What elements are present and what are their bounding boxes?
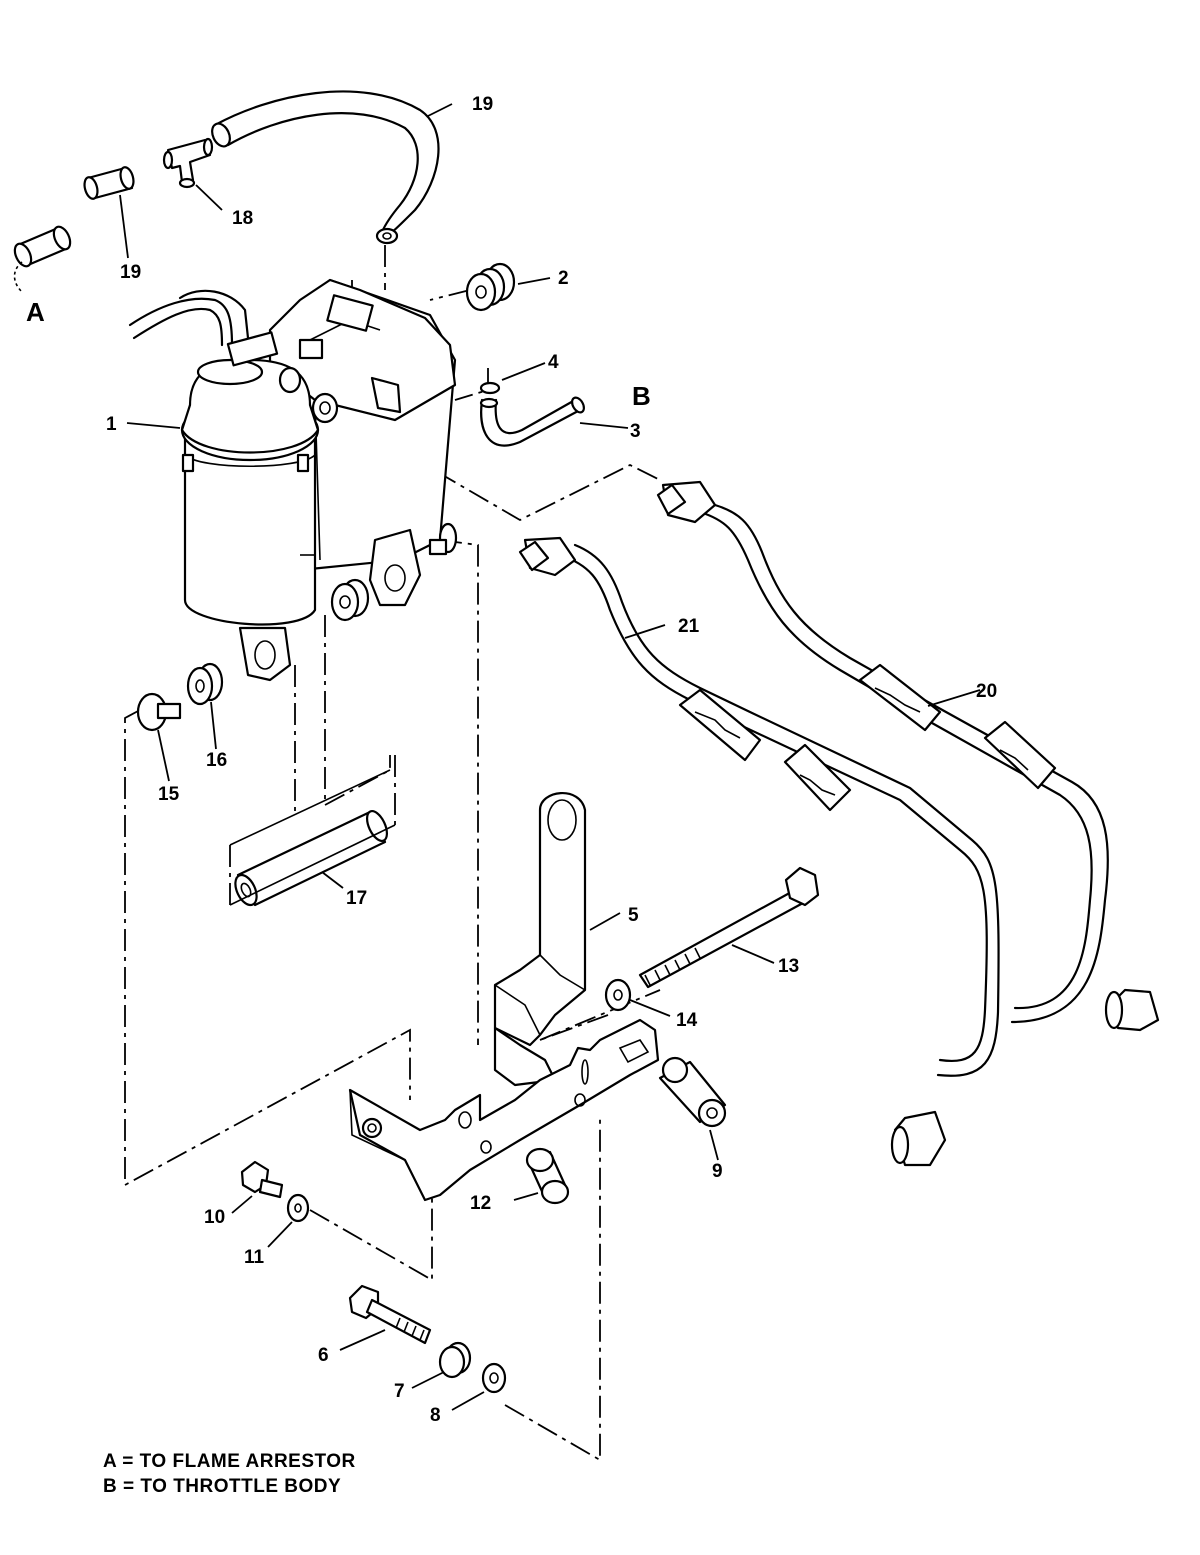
callout-12: 12 <box>470 1193 491 1214</box>
fuel-module-1 <box>128 278 457 682</box>
fuel-line-20 <box>656 480 1160 1032</box>
callout-8: 8 <box>430 1405 441 1426</box>
screw-10-washer-11 <box>240 1160 310 1223</box>
legend-line-b: B = TO THROTTLE BODY <box>103 1476 341 1497</box>
bolt-13 <box>638 866 820 989</box>
callout-16: 16 <box>206 750 227 771</box>
callout-14: 14 <box>676 1010 698 1031</box>
spacer-9 <box>658 1056 727 1128</box>
callout-5: 5 <box>628 905 639 926</box>
fuel-line-21 <box>518 536 1000 1167</box>
spacer-17 <box>229 769 396 907</box>
callout-19-lower: 19 <box>120 262 141 283</box>
callout-7: 7 <box>394 1381 405 1402</box>
screw-15-grommet-16 <box>136 662 224 732</box>
callout-17: 17 <box>346 888 367 909</box>
callout-3: 3 <box>630 421 641 442</box>
hose-19-short-pieces <box>13 166 135 293</box>
callout-9: 9 <box>712 1161 723 1182</box>
callout-2: 2 <box>558 268 569 289</box>
hose-19-upper <box>211 90 440 245</box>
connector-a: A <box>26 297 45 327</box>
callout-6: 6 <box>318 1345 329 1366</box>
callout-4: 4 <box>548 352 559 373</box>
callout-15: 15 <box>158 784 180 805</box>
bracket-5 <box>493 792 587 1087</box>
callout-10: 10 <box>204 1207 225 1228</box>
connector-letters: A B <box>26 297 651 411</box>
grommets-module-base <box>330 522 458 622</box>
callout-1: 1 <box>106 414 117 435</box>
bolt-6-washer-7-washer-8 <box>348 1284 507 1394</box>
callout-20: 20 <box>976 681 997 702</box>
tee-fitting-18 <box>162 137 214 189</box>
hose-3-and-clamp-4 <box>479 381 585 447</box>
connector-b: B <box>632 381 651 411</box>
grommet-2 <box>465 262 516 312</box>
mounting-plate <box>348 1018 660 1202</box>
legend-line-a: A = TO FLAME ARRESTOR <box>103 1451 356 1472</box>
spacer-12 <box>525 1147 570 1205</box>
callout-18: 18 <box>232 208 253 229</box>
leader-lines <box>119 103 981 1411</box>
washer-14 <box>604 978 632 1012</box>
callout-21: 21 <box>678 616 700 637</box>
callout-labels: 1 2 3 4 5 6 7 8 9 10 11 12 13 14 15 16 1… <box>106 94 997 1426</box>
legend: A = TO FLAME ARRESTOR B = TO THROTTLE BO… <box>103 1451 356 1497</box>
callout-19-upper: 19 <box>472 94 493 115</box>
callout-11: 11 <box>244 1247 265 1268</box>
callout-13: 13 <box>778 956 799 977</box>
